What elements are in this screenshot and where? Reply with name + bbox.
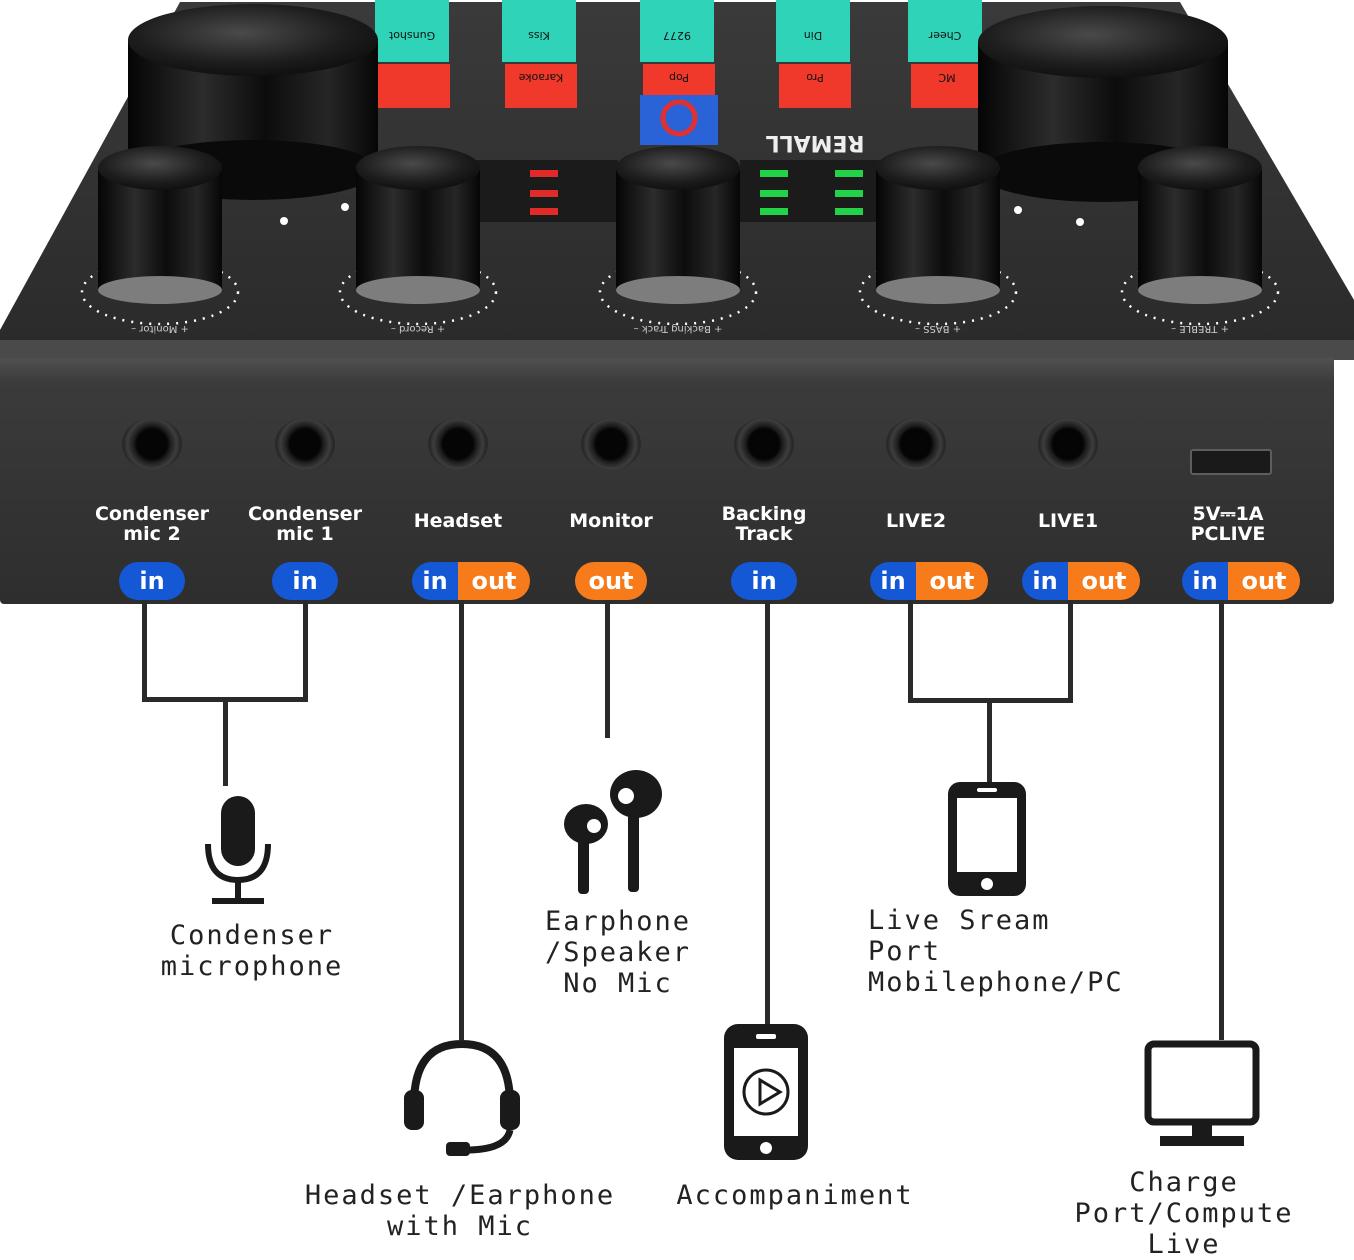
knob-label: + Backing Track – (634, 323, 723, 334)
effect-key-top-3 (776, 0, 850, 62)
brand-logo: REMALL (766, 130, 865, 155)
effect-key-top-0 (375, 0, 449, 62)
mode-out-badge: out (1068, 562, 1140, 600)
port-label: Condenser mic 2 (94, 503, 210, 545)
effect-key-bottom-3 (779, 64, 851, 108)
earbuds-icon (564, 770, 662, 894)
mode-in-badge: in (119, 562, 185, 600)
mode-out-badge: out (575, 562, 647, 600)
knob-backing-track: + Backing Track – (598, 146, 758, 334)
label-headset-earphone: Headset /Earphone with Mic (304, 1180, 616, 1242)
audio-jack[interactable] (122, 418, 182, 470)
port-label: LIVE2 (885, 510, 947, 532)
effect-key-bottom-label: MC (938, 71, 955, 84)
effect-key-top-label: Cheer (928, 29, 961, 42)
connector-backing-track (765, 600, 770, 1026)
effect-key-bottom-1 (505, 64, 577, 108)
effect-key-top-label: Kiss (528, 29, 550, 42)
port-label: LIVE1 (1037, 510, 1099, 532)
knob-monitor: + Monitor – (80, 146, 240, 334)
port-label: Monitor (569, 510, 653, 532)
knob-label: + Monitor – (131, 323, 189, 334)
connector-mic2 (142, 600, 147, 700)
label-earphone-speaker: Earphone /Speaker No Mic (544, 906, 692, 999)
mode-out-badge: out (458, 562, 530, 600)
effect-key-bottom-0 (378, 64, 450, 108)
mode-in-badge: in (870, 562, 916, 600)
effect-key-top-2 (640, 0, 714, 62)
connector-mic-stem (223, 700, 228, 786)
audio-jack[interactable] (275, 418, 335, 470)
port-mode-badge: in (731, 562, 797, 600)
mode-out-badge: out (1228, 562, 1300, 600)
usb-port[interactable] (1190, 449, 1272, 475)
label-accompaniment: Accompaniment (676, 1180, 914, 1211)
effect-key-top-1 (502, 0, 576, 62)
port-label: 5V⎓1A PCLIVE (1190, 503, 1266, 545)
connector-live2 (908, 600, 913, 702)
audio-jack[interactable] (886, 418, 946, 470)
audio-jack[interactable] (734, 418, 794, 470)
level-meter-left (458, 160, 618, 222)
device-edge (0, 340, 1354, 360)
microphone-icon (205, 796, 271, 904)
phone-play-icon (724, 1024, 808, 1160)
knob-label: + TREBLE – (1171, 323, 1229, 334)
mode-in-badge: in (1182, 562, 1228, 600)
connector-live-stem (987, 700, 992, 782)
effect-key-bottom-4 (911, 64, 983, 108)
knob-bass: + BASS – (858, 146, 1018, 334)
mode-out-badge: out (916, 562, 988, 600)
port-mode-badge: in (272, 562, 338, 600)
port-label: Backing Track (721, 503, 807, 545)
headset-icon (404, 1039, 520, 1156)
effect-key-bottom-label: Pop (669, 71, 689, 84)
label-condenser-microphone: Condenser microphone (160, 920, 344, 982)
knob-record: + Record – (338, 146, 498, 334)
effect-key-top-label: 9277 (663, 29, 691, 42)
connector-headset (459, 600, 464, 1040)
power-icon (660, 99, 698, 137)
connector-live1 (1068, 600, 1073, 702)
effect-key-top-label: Din (804, 29, 823, 42)
port-mode-badge: in (119, 562, 185, 600)
audio-jack[interactable] (581, 418, 641, 470)
knob-label: + Record – (391, 323, 445, 334)
label-live-stream-port: Live Sream Port Mobilephone/PC (868, 905, 1124, 998)
mode-in-badge: in (731, 562, 797, 600)
connector-pclive (1219, 600, 1224, 1040)
port-label: Headset (413, 510, 503, 532)
connector-mic1 (303, 600, 308, 700)
port-label: Condenser mic 1 (247, 503, 363, 545)
smartphone-icon (948, 782, 1026, 896)
level-meter-right (740, 160, 890, 222)
mode-in-badge: in (412, 562, 458, 600)
knob-treble: + TREBLE – (1120, 146, 1280, 334)
port-row: Condenser mic 2 in Condenser mic 1 in Headse… (0, 0, 1354, 620)
audio-jack[interactable] (1038, 418, 1098, 470)
monitor-icon (1144, 1040, 1260, 1146)
connector-mic-bridge (142, 697, 308, 702)
knob-label: + BASS – (915, 323, 961, 334)
mode-in-badge: in (272, 562, 338, 600)
label-charge-port: Charge Port/Compute Live (1074, 1167, 1294, 1260)
effect-key-bottom-label: Pro (806, 71, 824, 84)
port-mode-badge: out (575, 562, 647, 600)
mode-in-badge: in (1022, 562, 1068, 600)
effect-key-top-4 (908, 0, 982, 62)
effect-key-top-label: Gunshot (388, 29, 435, 42)
connector-monitor (605, 600, 610, 738)
effect-key-bottom-label: Karaoke (519, 71, 564, 84)
audio-jack[interactable] (428, 418, 488, 470)
